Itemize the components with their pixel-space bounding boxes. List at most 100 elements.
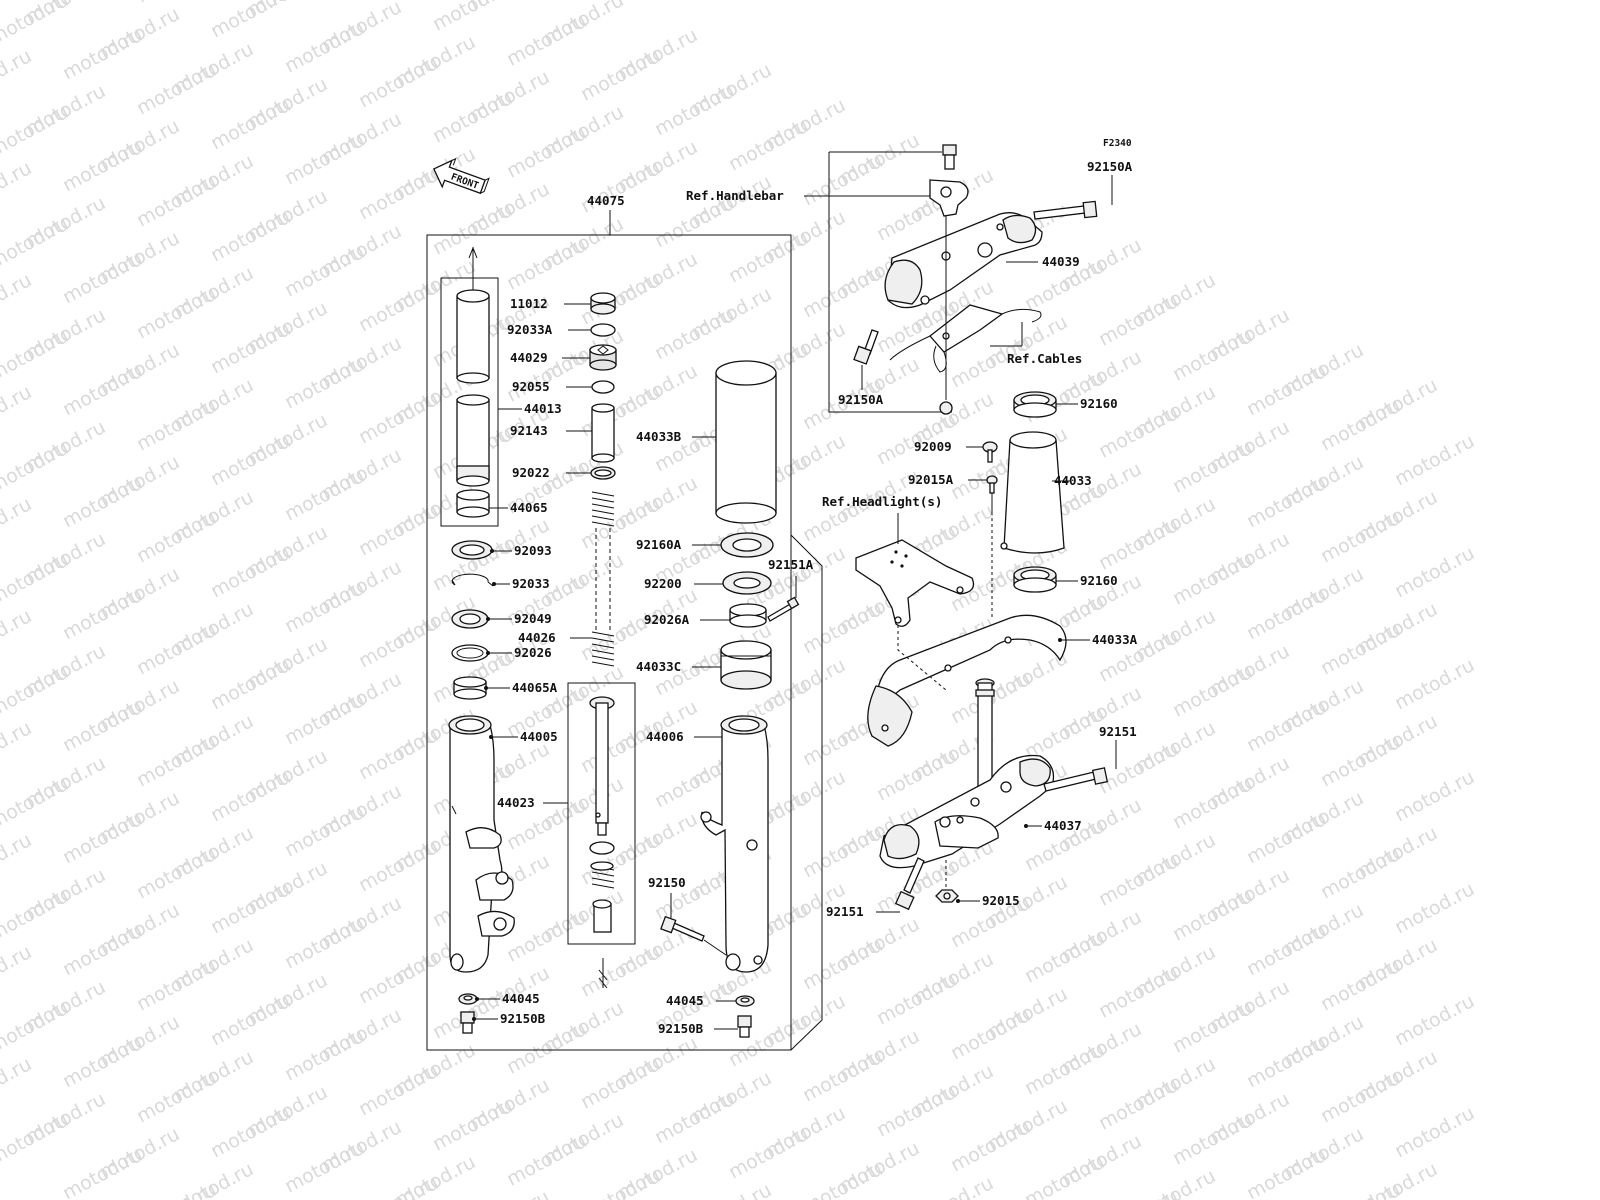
bushing-44065A <box>453 676 487 700</box>
damper-ring <box>589 841 615 855</box>
label-44045-right: 44045 <box>666 993 704 1008</box>
cover-44033 <box>1000 431 1065 554</box>
rebound-spring <box>590 861 615 889</box>
band-92026A <box>729 603 767 628</box>
screw-92009 <box>982 441 998 463</box>
cover-44033A <box>867 614 1067 747</box>
label-92150B-left: 92150B <box>500 1011 546 1026</box>
label-44026: 44026 <box>518 630 556 645</box>
label-92150A-bottom: 92150A <box>838 392 884 407</box>
screw-92015A <box>986 475 998 494</box>
label-92151-bottom: 92151 <box>826 904 864 919</box>
damper-rod-subframe <box>567 682 636 945</box>
label-92055: 92055 <box>512 379 550 394</box>
label-44033A: 44033A <box>1092 632 1138 647</box>
label-44023: 44023 <box>497 795 535 810</box>
label-92160-top: 92160 <box>1080 396 1118 411</box>
collar-92143 <box>591 403 615 463</box>
label-44065: 44065 <box>510 500 548 515</box>
oil-lock-piece <box>592 899 612 933</box>
cover-44033C <box>720 640 772 690</box>
label-92049: 92049 <box>514 611 552 626</box>
fork-frame-notch <box>790 534 823 1051</box>
label-92160A: 92160A <box>636 537 682 552</box>
bushing-44065 <box>456 489 490 518</box>
oil-seal-92093 <box>451 540 493 560</box>
label-92022: 92022 <box>512 465 550 480</box>
label-92150: 92150 <box>648 875 686 890</box>
steering-nut <box>939 401 953 415</box>
bolt-92150B-left <box>460 1011 475 1034</box>
nut-92015 <box>935 889 959 903</box>
circlip-92033 <box>451 573 494 587</box>
label-ref-handlebar: Ref.Handlebar <box>686 188 784 203</box>
label-ref-headlight: Ref.Headlight(s) <box>822 494 942 509</box>
upper-tube-cover-44033B <box>715 360 777 524</box>
label-92009: 92009 <box>914 439 952 454</box>
label-44045-left: 44045 <box>502 991 540 1006</box>
bolt-92150A-top <box>1033 200 1098 220</box>
cap-11012 <box>590 292 616 315</box>
outer-tube-44006 <box>700 715 769 973</box>
label-ref-cables: Ref.Cables <box>1007 351 1082 366</box>
figure-code: F2340 <box>1103 138 1132 149</box>
fork-assembly-frame <box>426 234 792 1051</box>
cushion-92160A <box>720 532 774 558</box>
washer-92200 <box>722 571 772 595</box>
label-92033A: 92033A <box>507 322 553 337</box>
label-44033B: 44033B <box>636 429 682 444</box>
label-92151A: 92151A <box>768 557 814 572</box>
screw-92151A <box>767 596 800 622</box>
inner-tube-lower <box>456 394 490 487</box>
spring-44026 <box>591 491 615 667</box>
label-92150B-right: 92150B <box>658 1021 704 1036</box>
label-92015A: 92015A <box>908 472 954 487</box>
handlebar-group-bracket <box>828 152 952 413</box>
label-44013: 44013 <box>524 401 562 416</box>
bolt-92150B-right <box>737 1015 752 1038</box>
washer-92026 <box>451 644 489 662</box>
label-44037: 44037 <box>1044 818 1082 833</box>
label-44075: 44075 <box>587 193 625 208</box>
fork-tube-subframe <box>440 277 499 527</box>
headlight-bracket <box>855 539 975 627</box>
oring-92033A <box>590 323 616 337</box>
label-44029: 44029 <box>510 350 548 365</box>
washer-92022 <box>590 466 616 480</box>
label-11012: 11012 <box>510 296 548 311</box>
damper-rod-44023 <box>589 696 615 836</box>
label-44039: 44039 <box>1042 254 1080 269</box>
label-92200: 92200 <box>644 576 682 591</box>
bearing-cap-92160-bottom <box>1013 566 1057 593</box>
bolt-92150A-bottom <box>853 329 879 365</box>
adjuster-44029 <box>589 344 617 371</box>
washer-44045-right <box>735 995 755 1007</box>
bolt-92151-bottom <box>894 857 925 911</box>
label-44033: 44033 <box>1054 473 1092 488</box>
upper-bracket-44039 <box>884 212 1043 309</box>
label-44005: 44005 <box>520 729 558 744</box>
label-92151-right: 92151 <box>1099 724 1137 739</box>
label-92143: 92143 <box>510 423 548 438</box>
label-92093: 92093 <box>514 543 552 558</box>
handlebar-holder <box>929 179 969 217</box>
holder-bolt <box>942 144 957 170</box>
bearing-cap-92160-top <box>1013 391 1057 418</box>
label-92026A: 92026A <box>644 612 690 627</box>
lower-bracket-44037 <box>879 754 1055 869</box>
dust-seal-92049 <box>451 609 489 629</box>
inner-tube-upper <box>456 289 490 384</box>
label-92026: 92026 <box>514 645 552 660</box>
label-92015: 92015 <box>982 893 1020 908</box>
outer-tube-44005 <box>448 715 515 973</box>
front-direction-arrow: FRONT <box>432 157 490 195</box>
bolt-92151-right <box>1043 767 1109 792</box>
label-92160-bottom: 92160 <box>1080 573 1118 588</box>
bolt-92150 <box>660 915 705 942</box>
label-44065A: 44065A <box>512 680 558 695</box>
label-44006: 44006 <box>646 729 684 744</box>
label-44033C: 44033C <box>636 659 681 674</box>
washer-44045-left <box>458 993 478 1005</box>
